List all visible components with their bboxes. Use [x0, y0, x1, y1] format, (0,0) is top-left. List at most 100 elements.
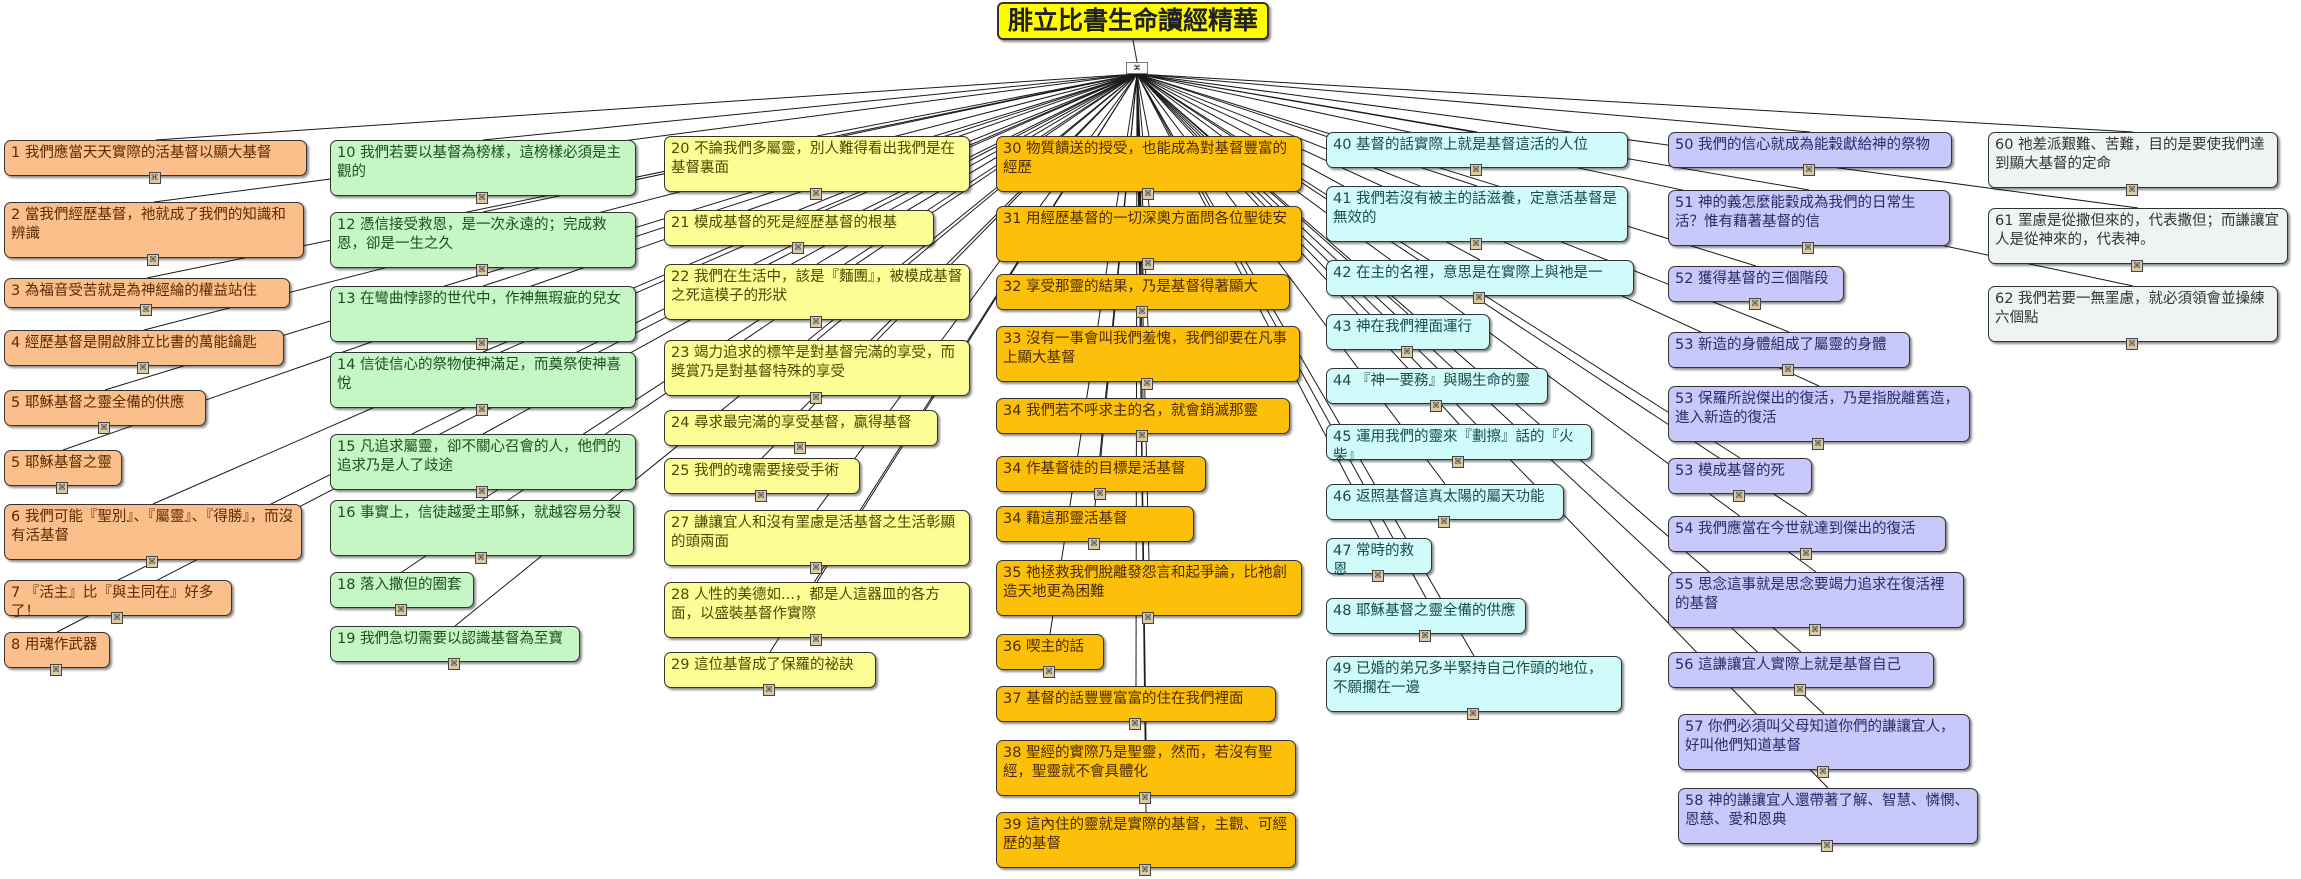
link-marker-icon[interactable]: [1142, 258, 1154, 270]
topic-node[interactable]: 5 耶穌基督之靈: [4, 450, 122, 494]
link-marker-icon[interactable]: [810, 188, 822, 200]
link-marker-icon[interactable]: [1401, 346, 1413, 358]
link-marker-icon[interactable]: [395, 604, 407, 616]
link-marker-icon[interactable]: [1094, 488, 1106, 500]
topic-node[interactable]: 7 『活主』比『與主同在』好多了！: [4, 580, 232, 624]
link-marker-icon[interactable]: [2131, 260, 2143, 272]
link-marker-icon[interactable]: [147, 254, 159, 266]
link-marker-icon[interactable]: [146, 556, 158, 568]
topic-node[interactable]: 5 耶穌基督之靈全備的供應: [4, 390, 206, 434]
topic-node[interactable]: 1 我們應當天天實際的活基督以顯大基督: [4, 140, 307, 184]
topic-node[interactable]: 21 模成基督的死是經歷基督的根基: [664, 210, 934, 254]
link-marker-icon[interactable]: [476, 338, 488, 350]
link-marker-icon[interactable]: [810, 392, 822, 404]
link-marker-icon[interactable]: [1043, 666, 1055, 678]
link-marker-icon[interactable]: [1467, 708, 1479, 720]
topic-node[interactable]: 57 你們必須叫父母知道你們的謙讓宜人，好叫他們知道基督: [1678, 714, 1970, 778]
topic-node[interactable]: 40 基督的話實際上就是基督這活的人位: [1326, 132, 1628, 176]
link-marker-icon[interactable]: [2126, 184, 2138, 196]
topic-node[interactable]: 53 新造的身體組成了屬靈的身體: [1668, 332, 1910, 376]
topic-node[interactable]: 35 祂拯救我們脫離發怨言和起爭論，比祂創造天地更為困難: [996, 560, 1302, 624]
link-marker-icon[interactable]: [1470, 164, 1482, 176]
topic-node[interactable]: 33 沒有一事會叫我們羞愧，我們卻要在凡事上顯大基督: [996, 326, 1300, 390]
link-marker-icon[interactable]: [794, 442, 806, 454]
topic-node[interactable]: 14 信徒信心的祭物使神滿足，而奠祭使神喜悅: [330, 352, 636, 416]
link-marker-icon[interactable]: [1802, 242, 1814, 254]
topic-node[interactable]: 60 祂差派艱難、苦難，目的是要使我們達到顯大基督的定命: [1988, 132, 2278, 196]
topic-node[interactable]: 53 模成基督的死: [1668, 458, 1812, 502]
link-marker-icon[interactable]: [1821, 840, 1833, 852]
topic-node[interactable]: 24 尋求最完滿的享受基督，贏得基督: [664, 410, 938, 454]
link-marker-icon[interactable]: [1470, 238, 1482, 250]
link-marker-icon[interactable]: [1419, 630, 1431, 642]
topic-node[interactable]: 29 這位基督成了保羅的祕訣: [664, 652, 876, 696]
link-marker-icon[interactable]: [1438, 516, 1450, 528]
topic-node[interactable]: 51 神的義怎麼能穀成為我們的日常生活？惟有藉著基督的信: [1668, 190, 1950, 254]
link-marker-icon[interactable]: [1139, 864, 1151, 876]
topic-node[interactable]: 12 憑信接受救恩，是一次永遠的；完成救恩，卻是一生之久: [330, 212, 636, 276]
topic-node[interactable]: 32 享受那靈的結果，乃是基督得著顯大: [996, 274, 1290, 318]
link-marker-icon[interactable]: [1372, 570, 1384, 582]
topic-node[interactable]: 34 我們若不呼求主的名，就會銷滅那靈: [996, 398, 1290, 442]
topic-node[interactable]: 10 我們若要以基督為榜樣，這榜樣必須是主觀的: [330, 140, 636, 204]
topic-node[interactable]: 56 這謙讓宜人實際上就是基督自己: [1668, 652, 1934, 696]
topic-node[interactable]: 54 我們應當在今世就達到傑出的復活: [1668, 516, 1946, 560]
link-marker-icon[interactable]: [2126, 338, 2138, 350]
topic-node[interactable]: 20 不論我們多屬靈，別人難得看出我們是在基督裏面: [664, 136, 970, 200]
topic-node[interactable]: 27 謙讓宜人和沒有罣慮是活基督之生活彰顯的頭兩面: [664, 510, 970, 574]
link-marker-icon[interactable]: [1809, 624, 1821, 636]
link-marker-icon[interactable]: [1812, 438, 1824, 450]
topic-node[interactable]: 8 用魂作武器: [4, 632, 110, 676]
link-marker-icon[interactable]: [810, 562, 822, 574]
topic-node[interactable]: 42 在主的名裡，意思是在實際上與祂是一: [1326, 260, 1634, 304]
topic-node[interactable]: 25 我們的魂需要接受手術: [664, 458, 860, 502]
link-marker-icon[interactable]: [1141, 378, 1153, 390]
topic-node[interactable]: 49 已婚的弟兄多半緊持自己作頭的地位，不願擱在一邊: [1326, 656, 1622, 720]
topic-node[interactable]: 34 藉這那靈活基督: [996, 506, 1194, 550]
link-marker-icon[interactable]: [1749, 298, 1761, 310]
link-marker-icon[interactable]: [1142, 188, 1154, 200]
topic-node[interactable]: 6 我們可能『聖別』、『屬靈』、『得勝』，而沒有活基督: [4, 504, 302, 568]
topic-node[interactable]: 28 人性的美德如...，都是人這器皿的各方面，以盛裝基督作實際: [664, 582, 970, 646]
link-marker-icon[interactable]: [111, 612, 123, 624]
link-marker-icon[interactable]: [1136, 306, 1148, 318]
link-marker-icon[interactable]: [1129, 718, 1141, 730]
link-marker-icon[interactable]: [1142, 612, 1154, 624]
link-marker-icon[interactable]: [140, 304, 152, 316]
topic-node[interactable]: 58 神的謙讓宜人還帶著了解、智慧、憐憫、恩慈、愛和恩典: [1678, 788, 1978, 852]
topic-node[interactable]: 44 『神一要務』與賜生命的靈: [1326, 368, 1548, 412]
topic-node[interactable]: 3 為福音受苦就是為神經綸的權益站住: [4, 278, 290, 316]
topic-node[interactable]: 41 我們若沒有被主的話滋養，定意活基督是無效的: [1326, 186, 1628, 250]
topic-node[interactable]: 47 常時的救恩: [1326, 538, 1432, 582]
topic-node[interactable]: 15 凡追求屬靈，卻不關心召會的人，他們的追求乃是人了歧途: [330, 434, 636, 498]
link-marker-icon[interactable]: [475, 552, 487, 564]
link-marker-icon[interactable]: [1782, 364, 1794, 376]
link-marker-icon[interactable]: [810, 634, 822, 646]
link-marker-icon[interactable]: [476, 486, 488, 498]
topic-node[interactable]: 39 這內住的靈就是實際的基督，主觀、可經歷的基督: [996, 812, 1296, 876]
link-marker-icon[interactable]: [476, 404, 488, 416]
topic-node[interactable]: 31 用經歷基督的一切深奧方面問各位聖徒安: [996, 206, 1302, 270]
topic-node[interactable]: 43 神在我們裡面運行: [1326, 314, 1490, 358]
link-marker-icon[interactable]: [792, 242, 804, 254]
topic-node[interactable]: 13 在彎曲悖謬的世代中，作神無瑕疵的兒女: [330, 286, 636, 350]
link-marker-icon[interactable]: [137, 362, 149, 374]
topic-node[interactable]: 23 竭力追求的標竿是對基督完滿的享受，而獎賞乃是對基督特殊的享受: [664, 340, 970, 404]
link-marker-icon[interactable]: [476, 192, 488, 204]
link-marker-icon[interactable]: [50, 664, 62, 676]
link-marker-icon[interactable]: [1817, 766, 1829, 778]
topic-node[interactable]: 45 運用我們的靈來『劃擦』話的『火柴』: [1326, 424, 1592, 468]
link-marker-icon[interactable]: [755, 490, 767, 502]
root-topic[interactable]: 腓立比書生命讀經精華: [997, 2, 1269, 40]
topic-node[interactable]: 61 罣慮是從撒但來的，代表撒但；而謙讓宜人是從神來的，代表神。: [1988, 208, 2288, 272]
link-marker-icon[interactable]: [1088, 538, 1100, 550]
topic-node[interactable]: 36 喫主的話: [996, 634, 1104, 678]
topic-node[interactable]: 4 經歷基督是開啟腓立比書的萬能鑰匙: [4, 330, 284, 374]
link-marker-icon[interactable]: [476, 264, 488, 276]
link-marker-icon[interactable]: [148, 172, 161, 184]
link-marker-icon[interactable]: [1800, 548, 1812, 560]
link-marker-icon[interactable]: [1473, 292, 1485, 304]
link-marker-icon[interactable]: [1794, 684, 1806, 696]
topic-node[interactable]: 19 我們急切需要以認識基督為至寶: [330, 626, 580, 670]
topic-node[interactable]: 16 事實上，信徒越愛主耶穌，就越容易分裂: [330, 500, 634, 564]
